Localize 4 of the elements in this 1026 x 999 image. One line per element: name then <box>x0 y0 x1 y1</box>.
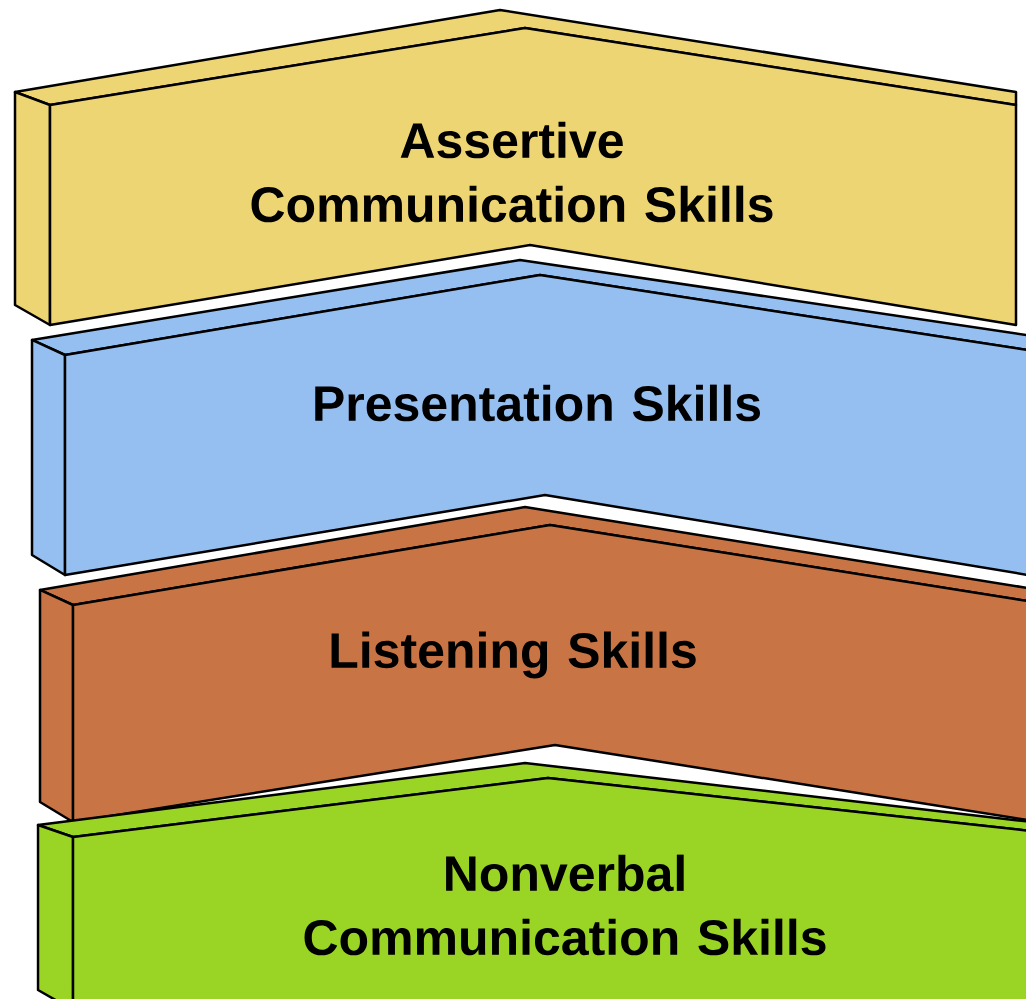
chevron-band: Assertive Communication Skills <box>13 8 1018 327</box>
chevron-band: Nonverbal Communication Skills <box>36 761 1026 999</box>
chevron-band: Presentation Skills <box>30 258 1026 579</box>
chevron-band: Listening Skills <box>38 505 1026 824</box>
